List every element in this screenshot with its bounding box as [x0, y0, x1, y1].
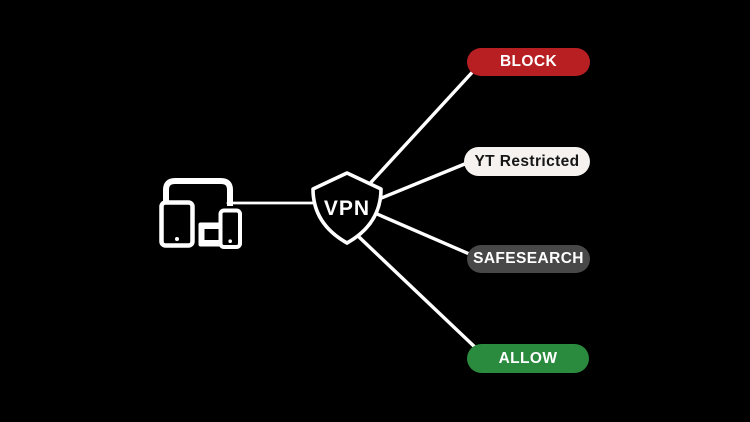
shield-outline [311, 171, 383, 245]
tablet-home-button [175, 237, 179, 241]
route-pill-allow: ALLOW [467, 344, 589, 373]
connector-line-vpn-to-block [361, 64, 480, 193]
vpn-label: VPN [324, 197, 370, 220]
route-pill-yt-restricted: YT Restricted [464, 147, 590, 176]
route-pill-block: BLOCK [467, 48, 590, 76]
connector-line-vpn-to-safesearch [375, 212, 476, 258]
route-pill-safesearch: SAFESEARCH [467, 245, 590, 273]
connector-lines [226, 64, 480, 352]
phone-home-button [228, 239, 232, 243]
vpn-shield-icon: VPN [311, 171, 383, 245]
connector-line-vpn-to-allow [357, 235, 480, 352]
laptop-screen-notch [204, 229, 223, 240]
phone-icon [218, 208, 242, 249]
devices-group-icon [159, 178, 242, 249]
tablet-icon [159, 200, 195, 248]
monitor-frame-icon [163, 178, 233, 206]
connector-line-vpn-to-yt-restricted [377, 159, 474, 201]
